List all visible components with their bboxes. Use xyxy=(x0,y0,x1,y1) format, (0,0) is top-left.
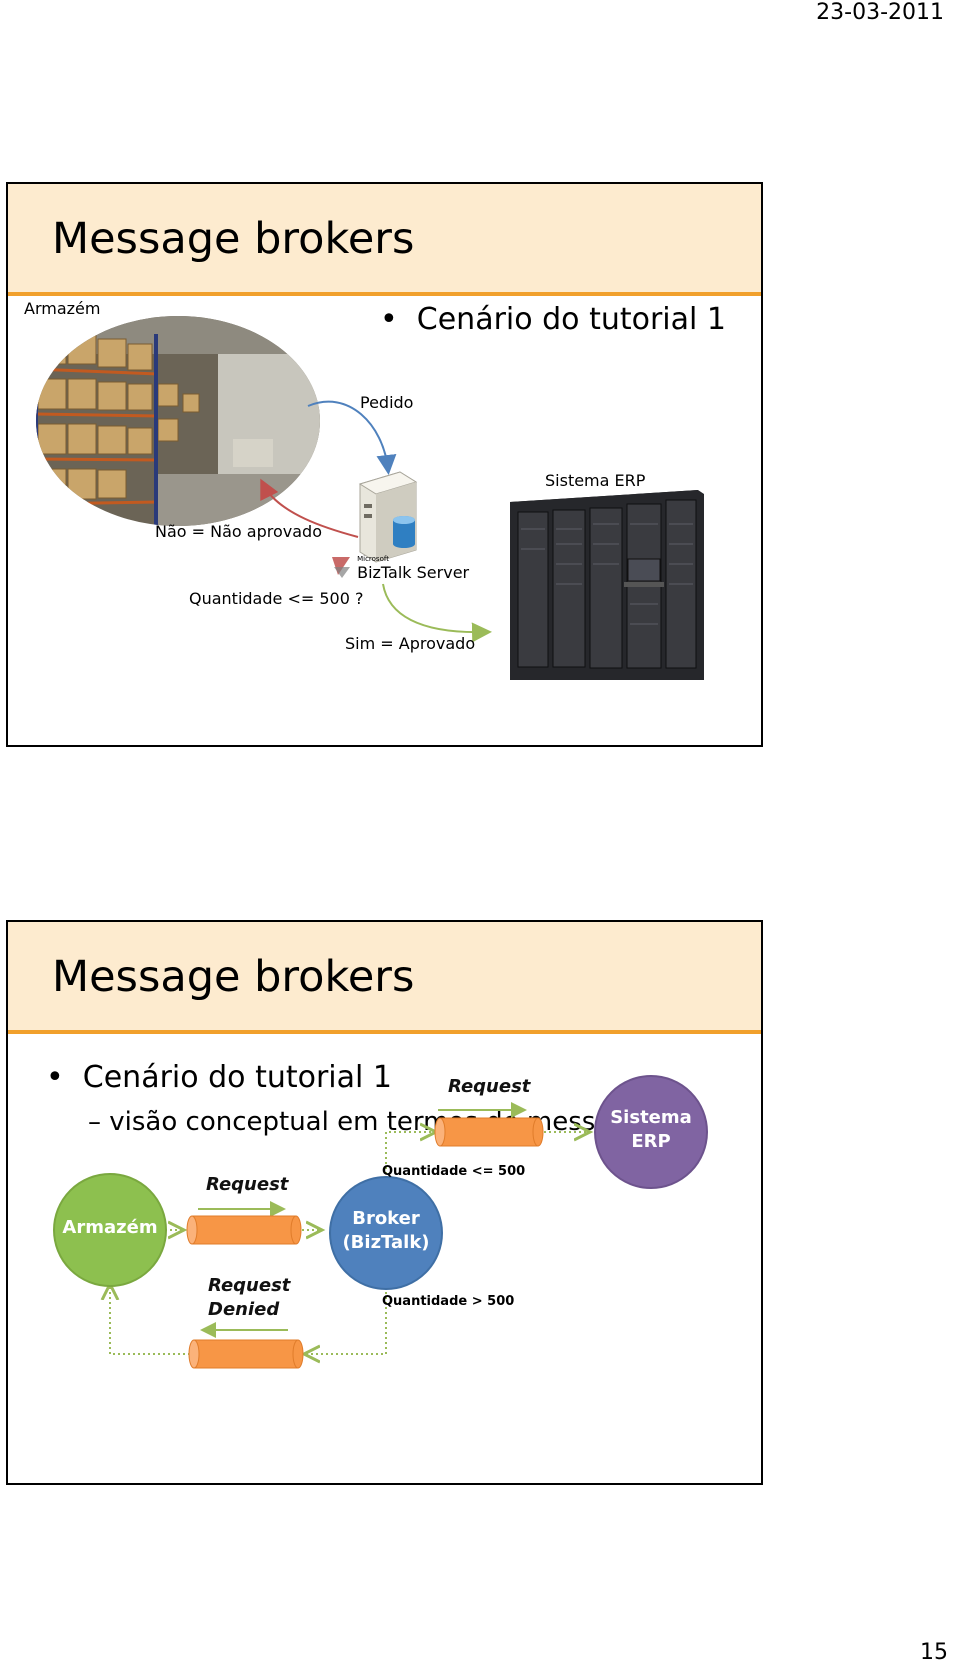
erp-node xyxy=(594,1075,708,1189)
slide-title: Message brokers xyxy=(52,214,415,264)
erp-node-label: Sistema ERP xyxy=(595,1106,707,1154)
broker-label: Broker (BizTalk) xyxy=(330,1207,442,1255)
message-mid-label: Request xyxy=(206,1174,289,1195)
bullet-dot: • xyxy=(380,302,417,337)
approved-label: Sim = Aprovado xyxy=(345,634,476,653)
dash-marker: – xyxy=(88,1107,110,1137)
erp-label-line2: ERP xyxy=(631,1131,671,1152)
not-approved-arrow xyxy=(260,478,359,538)
armazem-node xyxy=(53,1173,167,1287)
warehouse-label: Armazém xyxy=(24,299,101,318)
bullet-item: • Cenário do tutorial 1 xyxy=(380,302,726,337)
biztalk-logo-small: Microsoft xyxy=(357,555,389,563)
message-top-label: Request xyxy=(448,1076,531,1097)
page-date: 23-03-2011 xyxy=(816,0,944,25)
message-denied xyxy=(188,1339,304,1369)
biztalk-logo: Microsoft BizTalk Server xyxy=(330,552,470,582)
server-rack-image xyxy=(510,490,704,680)
message-top xyxy=(434,1117,544,1147)
order-arrow xyxy=(307,400,397,475)
slide-header xyxy=(8,184,761,296)
page-number: 15 xyxy=(920,1640,948,1665)
slide-header xyxy=(8,922,761,1034)
armazem-label: Armazém xyxy=(62,1217,158,1238)
approved-arrow xyxy=(382,583,492,643)
condition-gt500: Quantidade > 500 xyxy=(382,1294,515,1309)
slide-title: Message brokers xyxy=(52,952,415,1002)
bullet-dot: • xyxy=(46,1060,83,1095)
denied-line1: Request xyxy=(208,1275,291,1296)
warehouse-image xyxy=(36,316,320,526)
denied-line2: Denied xyxy=(208,1299,280,1320)
erp-label-line1: Sistema xyxy=(610,1107,692,1128)
slide-1: Message brokers xyxy=(6,182,763,747)
bullet-item: • Cenário do tutorial 1 xyxy=(46,1060,392,1095)
biztalk-logo-icon xyxy=(332,557,350,578)
messaging-diagram xyxy=(53,1075,708,1369)
bullet-text: Cenário do tutorial 1 xyxy=(82,1060,392,1095)
connector-broker-down xyxy=(304,1287,387,1354)
not-approved-label: Não = Não aprovado xyxy=(155,522,322,541)
erp-label: Sistema ERP xyxy=(545,471,646,490)
message-mid xyxy=(186,1215,302,1245)
slide1-illustration xyxy=(36,316,704,680)
broker-label-line2: (BizTalk) xyxy=(342,1232,430,1253)
connector-denied-to-armazem xyxy=(110,1284,190,1355)
bullet-text: Cenário do tutorial 1 xyxy=(416,302,726,337)
broker-label-line1: Broker xyxy=(352,1208,420,1229)
quantity-question-label: Quantidade <= 500 ? xyxy=(189,589,364,608)
biztalk-logo-text: BizTalk Server xyxy=(357,563,470,582)
server-icon xyxy=(358,471,418,563)
message-denied-label: Request Denied xyxy=(208,1274,290,1322)
condition-le500: Quantidade <= 500 xyxy=(382,1164,526,1179)
broker-node xyxy=(329,1176,443,1290)
slide-2: Message brokers • Cenário do tutorial 1 … xyxy=(6,920,763,1485)
order-label: Pedido xyxy=(360,393,414,412)
